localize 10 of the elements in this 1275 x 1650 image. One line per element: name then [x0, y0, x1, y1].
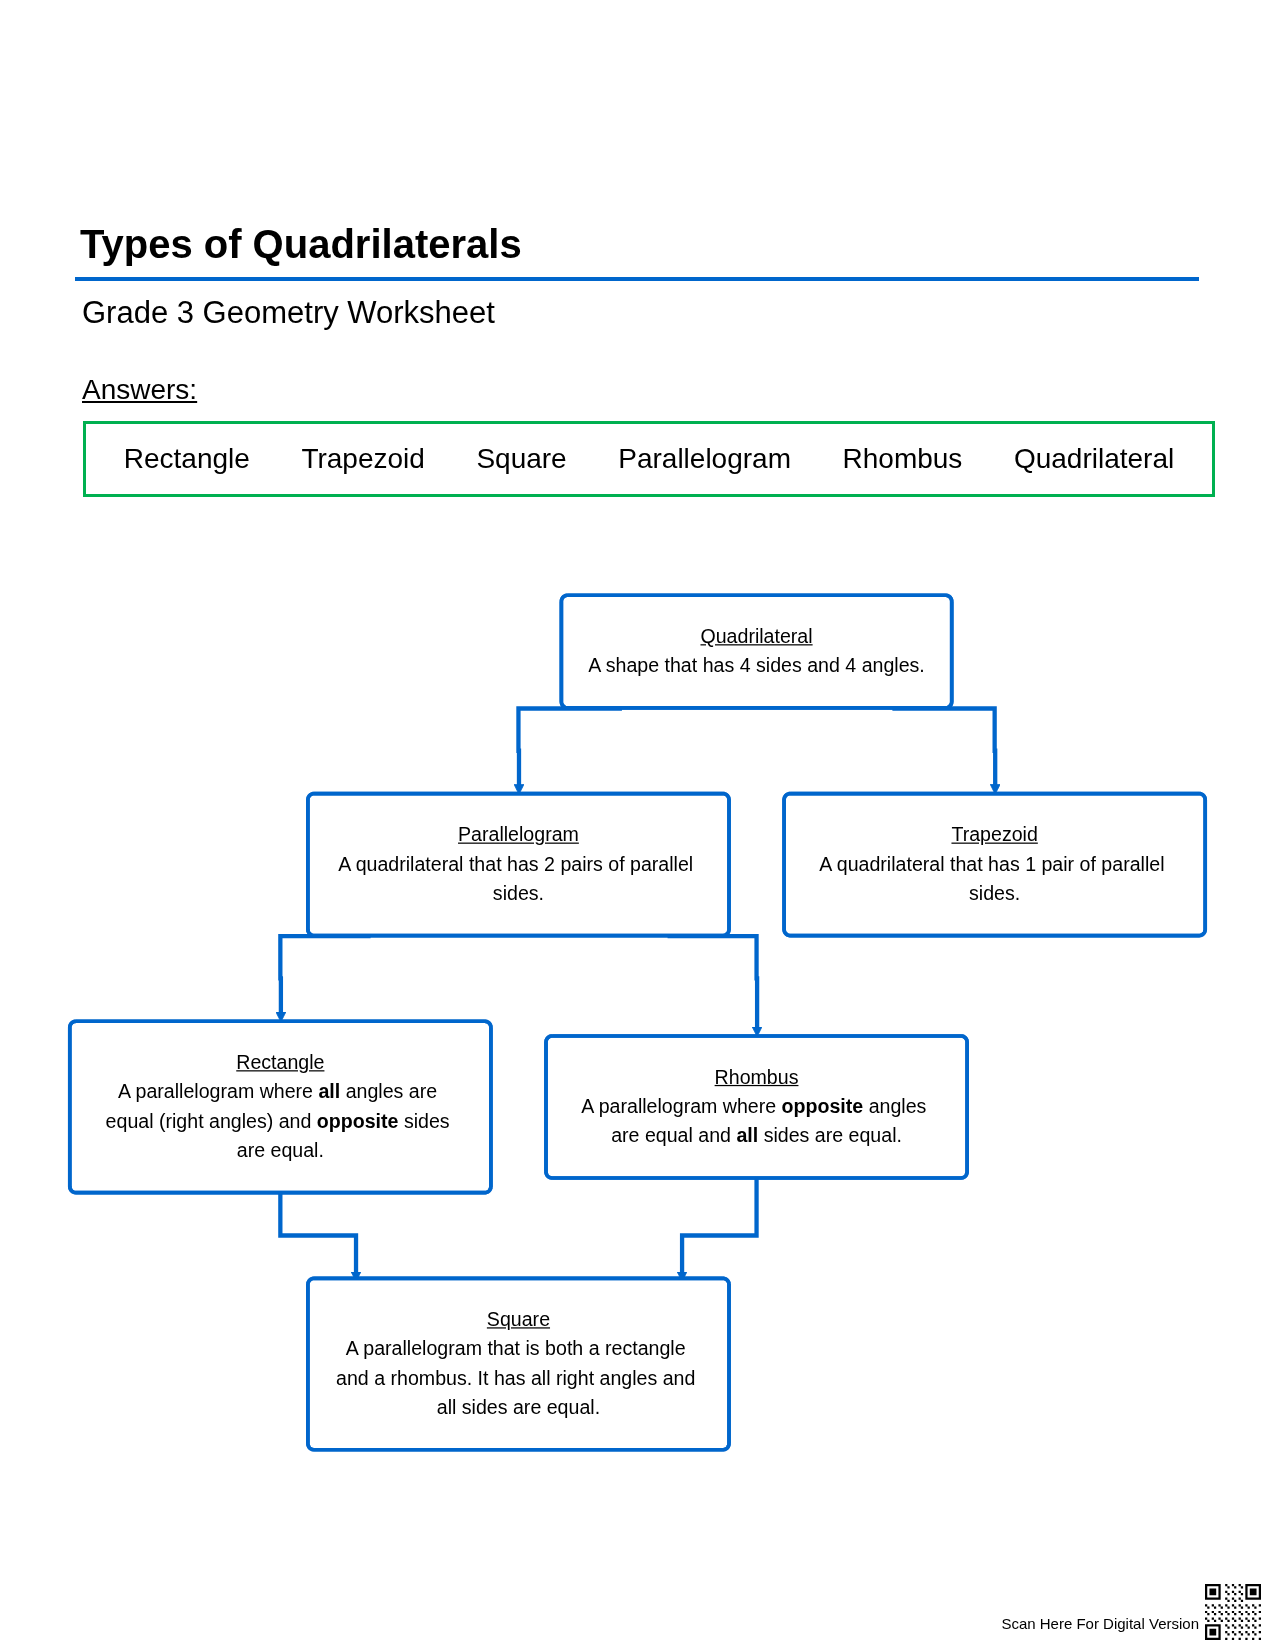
answer-word: Parallelogram	[618, 442, 791, 476]
section-heading: Answers:	[82, 373, 198, 407]
answer-word: Quadrilateral	[1013, 442, 1175, 476]
answer-word: Trapezoid	[301, 442, 425, 476]
subtitle: Grade 3 Geometry Worksheet	[82, 294, 495, 332]
answer-word: Rhombus	[842, 442, 963, 476]
page-title: Types of Quadrilaterals	[80, 221, 522, 268]
answer-word: Square	[476, 442, 567, 476]
answer-word: Rectangle	[123, 442, 250, 476]
footer-note: Scan Here For Digital Version	[1001, 1615, 1199, 1633]
